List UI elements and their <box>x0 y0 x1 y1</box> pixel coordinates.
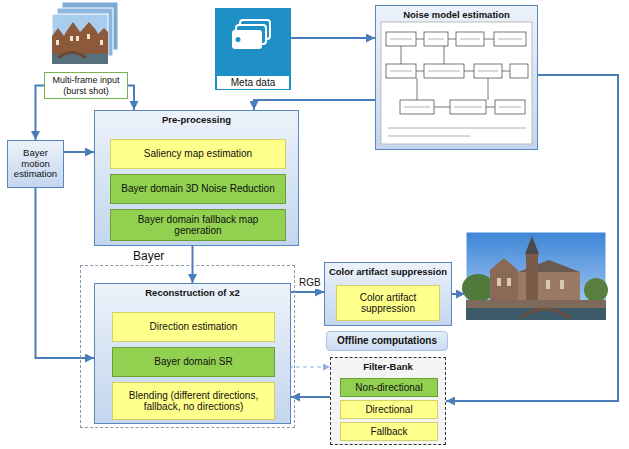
panel-title: Reconstruction of x2 <box>95 284 290 298</box>
window <box>70 36 73 41</box>
box-label: Blending (different directions, fallback… <box>117 390 270 413</box>
window <box>56 40 59 45</box>
window <box>560 280 564 289</box>
header-text: Offline computations <box>337 335 437 347</box>
group-title: Bayer <box>133 249 164 263</box>
metadata-tile <box>215 8 291 90</box>
process-panel: Pre-processingSaliency map estimationBay… <box>94 110 299 246</box>
flow-arrow <box>446 75 618 401</box>
box-label: Non-directional <box>355 382 422 394</box>
flow-arrow <box>291 396 330 398</box>
window <box>546 280 550 289</box>
photo-frame <box>52 14 108 64</box>
schematic-block <box>510 64 528 78</box>
tree <box>584 278 608 302</box>
window <box>87 34 90 39</box>
noise-model-figure <box>381 22 532 144</box>
tag-icon <box>232 30 262 49</box>
flow-arrow <box>291 291 324 293</box>
box-label: Bayer domain SR <box>154 356 232 368</box>
church-wing <box>490 258 518 300</box>
output-arrow <box>452 293 465 295</box>
filter-bank-panel: Filter-BankNon-directionalDirectionalFal… <box>330 357 446 445</box>
panel-title: Color artifact suppression <box>325 263 451 277</box>
box-label: Fallback <box>370 426 407 438</box>
domain-group: BayerReconstruction of x2Direction estim… <box>80 265 295 428</box>
flow-arrow <box>36 188 95 358</box>
box-label: Bayer domain fallback map generation <box>115 214 281 237</box>
process-box: Blending (different directions, fallback… <box>112 382 275 420</box>
window <box>100 40 103 45</box>
process-box: Color artifact suppression <box>336 285 440 321</box>
box-label: Bayer motion estimation <box>12 148 59 181</box>
process-panel: Color artifact suppressionColor artifact… <box>324 262 452 326</box>
input-label-text: Multi-frame input (burst shot) <box>49 75 123 96</box>
panel-ground <box>375 5 538 150</box>
box-label: Bayer domain 3D Noise Reduction <box>121 183 274 195</box>
flow-arrow <box>36 86 45 141</box>
process-panel: Reconstruction of x2 Direction estimation… <box>94 283 291 424</box>
section-header: Offline computations <box>326 331 448 351</box>
flow-arrow <box>64 151 94 153</box>
flow-arrow <box>291 37 375 39</box>
box-label: Direction estimation <box>150 321 238 333</box>
quay <box>466 300 606 308</box>
process-box: Bayer domain 3D Noise Reduction <box>110 174 286 204</box>
schematic-captions <box>388 39 526 136</box>
church-spire <box>525 236 539 254</box>
bridge-arch <box>520 309 570 318</box>
schematic-wires <box>401 39 510 107</box>
noise-model-schematic <box>386 32 528 114</box>
filter-box: Directional <box>340 400 438 419</box>
box-label: Saliency map estimation <box>144 148 252 160</box>
process-box: Bayer domain SR <box>112 347 275 377</box>
window <box>507 278 511 286</box>
result-photo <box>466 232 606 320</box>
bridge-arch <box>58 53 86 59</box>
edge-label: RGB <box>298 277 322 289</box>
window <box>76 36 79 41</box>
process-box: Bayer domain fallback map generation <box>110 209 286 241</box>
tile-label: Meta data <box>217 76 289 89</box>
process-box: Saliency map estimation <box>110 139 286 169</box>
church-tower <box>526 254 538 300</box>
panel-title: Noise model estimation <box>376 6 537 20</box>
tree <box>462 274 494 302</box>
filter-box: Fallback <box>340 422 438 441</box>
panel-title: Pre-processing <box>95 111 298 125</box>
input-label: Multi-frame input (burst shot) <box>44 72 128 99</box>
box-label: Directional <box>365 404 412 416</box>
flow-arrow <box>254 100 375 110</box>
process-box: Bayer motion estimation <box>7 140 64 188</box>
building-facade <box>52 22 108 56</box>
window <box>497 278 501 286</box>
panel-title: Filter-Bank <box>331 358 445 372</box>
metadata-tile: Meta data <box>215 8 291 91</box>
filter-box: Non-directional <box>340 378 438 397</box>
process-panel: Noise model estimation <box>375 5 538 150</box>
edge-label-holder: RGB <box>298 277 322 289</box>
flow-arrow <box>128 86 134 111</box>
box-label: Color artifact suppression <box>341 292 435 315</box>
tag-hole <box>236 37 241 42</box>
canal-water <box>466 308 606 320</box>
process-box: Direction estimation <box>112 312 275 342</box>
schematic-caption-lines <box>388 39 526 136</box>
